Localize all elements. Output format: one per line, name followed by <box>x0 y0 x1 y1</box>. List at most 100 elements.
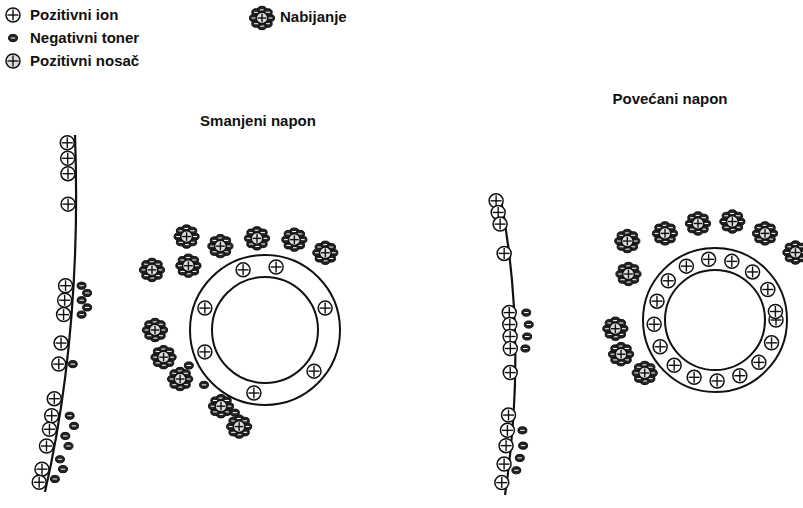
plus-v <box>220 242 221 251</box>
minus <box>619 246 623 247</box>
ion-circle <box>502 408 516 422</box>
minus <box>202 384 206 385</box>
ion-circle <box>318 301 332 315</box>
roller-outer <box>190 255 340 405</box>
minus <box>58 459 62 460</box>
positive-ion <box>39 439 53 453</box>
ion-circle <box>495 476 509 490</box>
positive-ion <box>679 259 693 273</box>
negative-toner <box>58 466 67 473</box>
ion-circle <box>503 342 517 356</box>
minus <box>648 367 652 368</box>
ion-circle <box>251 233 263 245</box>
plus-v <box>163 353 164 362</box>
positive-ion <box>790 247 802 259</box>
positive-ion <box>497 457 511 471</box>
ion-circle <box>610 323 622 335</box>
toner-dot <box>68 361 77 368</box>
plus-v <box>659 341 660 352</box>
minus <box>525 336 529 337</box>
ion-circle <box>650 294 664 308</box>
minus <box>329 247 333 248</box>
ion-circle <box>500 423 514 437</box>
minus <box>243 420 247 421</box>
negative-toner <box>512 467 521 474</box>
positive-ion <box>499 439 513 453</box>
positive-ion <box>59 279 73 293</box>
positive-ion <box>35 462 49 476</box>
plus-v <box>653 319 654 330</box>
positive-ion <box>158 351 170 363</box>
minus <box>184 373 188 374</box>
minus <box>53 478 57 479</box>
negative-toner <box>9 34 18 41</box>
plus-v <box>508 410 509 421</box>
minus <box>179 242 183 243</box>
negative-toner <box>83 289 92 296</box>
positive-ion <box>54 336 68 350</box>
ion-circle <box>198 345 212 359</box>
positive-ion <box>174 373 186 385</box>
roller-outer <box>643 248 787 392</box>
legend-label: Negativni toner <box>30 29 139 46</box>
plus-v <box>46 440 47 451</box>
negative-toner <box>522 309 531 316</box>
negative-toner <box>515 454 524 461</box>
minus <box>261 232 265 233</box>
positive-ion <box>650 294 664 308</box>
toner-dot <box>512 467 521 474</box>
legend-label: Nabijanje <box>280 8 347 25</box>
positive-ion <box>236 263 250 277</box>
ion-circle <box>39 439 53 453</box>
minus <box>72 425 76 426</box>
toner-dot <box>522 309 531 316</box>
toner-dot <box>200 381 209 388</box>
minus <box>669 227 673 228</box>
minus <box>736 215 740 216</box>
minus <box>213 411 217 412</box>
plus-v <box>764 229 765 238</box>
ion-circle <box>60 136 74 150</box>
toner-dot <box>9 34 18 41</box>
positive-ion <box>702 252 716 266</box>
minus <box>187 365 191 366</box>
positive-ion <box>727 216 739 228</box>
positive-ion <box>256 12 268 24</box>
plus-v <box>628 270 629 279</box>
positive-ion <box>639 367 651 379</box>
plus-v <box>38 477 39 488</box>
negative-toner <box>200 381 209 388</box>
positive-ion <box>215 400 227 412</box>
minus <box>172 384 176 385</box>
positive-ion <box>500 423 514 437</box>
positive-ion <box>768 305 782 319</box>
negative-toner <box>77 311 86 318</box>
ion-circle <box>647 317 661 331</box>
positive-ion <box>647 317 661 331</box>
minus <box>702 217 706 218</box>
plus-v <box>51 410 52 421</box>
positive-ion <box>146 264 158 276</box>
ion-circle <box>615 348 627 360</box>
positive-ion <box>247 386 261 400</box>
plus-v <box>499 219 500 230</box>
plus-v <box>325 248 326 257</box>
drum-surface <box>45 135 76 492</box>
minus <box>212 251 216 252</box>
minus <box>317 258 321 259</box>
minus <box>11 38 15 39</box>
ion-circle <box>236 263 250 277</box>
minus <box>514 470 518 471</box>
plus-v <box>509 319 510 330</box>
plus-v <box>686 261 687 272</box>
toner-dot <box>521 345 530 352</box>
positive-ion <box>495 476 509 490</box>
minus <box>298 233 302 234</box>
minus <box>180 271 184 272</box>
plus-v <box>49 424 50 435</box>
negative-toner <box>68 361 77 368</box>
negative-toner <box>65 412 74 419</box>
plus-v <box>708 254 709 265</box>
minus <box>63 435 67 436</box>
plus-v <box>67 199 68 210</box>
